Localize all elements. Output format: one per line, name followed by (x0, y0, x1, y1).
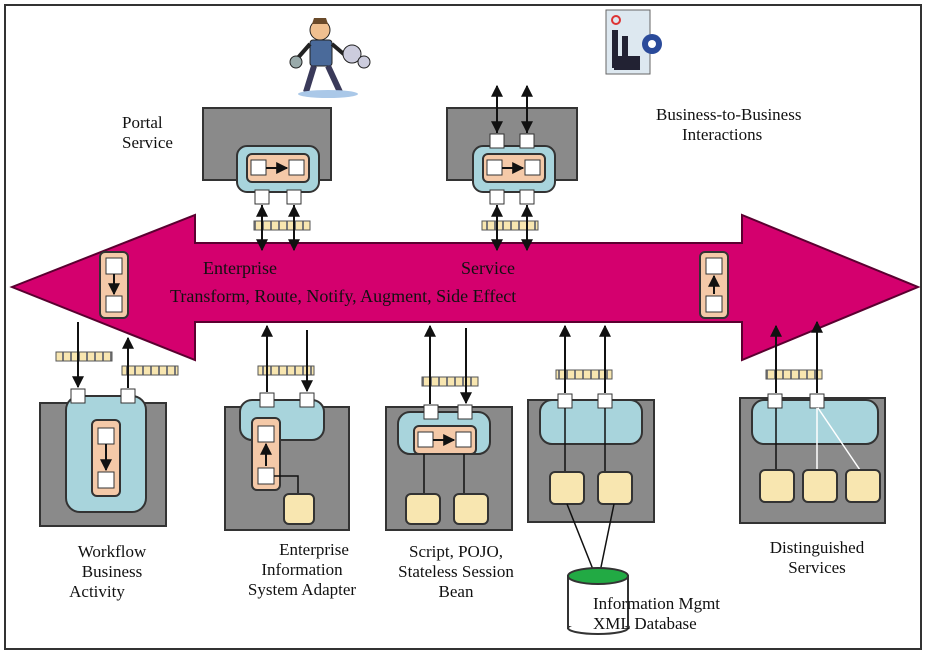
worker-clipart-icon (289, 18, 371, 98)
bus-mediation-right (699, 251, 729, 319)
workflow-line3: Activity (69, 582, 125, 601)
script-line3: Bean (438, 582, 474, 601)
information-mgmt-module (527, 324, 655, 573)
distinguished-line2: Services (788, 558, 846, 577)
bus-label-service: Service (461, 258, 515, 278)
distinguished-label: Distinguished Services (762, 538, 872, 578)
b2b-line2: Interactions (682, 125, 763, 144)
portal-service-line1: Portal (122, 113, 163, 132)
xml-database-icon (567, 567, 629, 635)
bus-mediation-left (99, 251, 129, 319)
eis-adapter-line1: Enterprise (279, 540, 349, 559)
info-mgmt-label: Information Mgmt XML Database (593, 594, 720, 634)
b2b-line1: Business-to-Business (656, 105, 802, 124)
script-pojo-module (385, 324, 513, 531)
workflow-label: Workflow Business Activity (62, 542, 162, 602)
portal-service-label: Portal Service (122, 113, 173, 153)
info-mgmt-line1: Information Mgmt (593, 594, 721, 613)
b2b-module (446, 84, 578, 252)
workflow-module (39, 322, 179, 527)
portal-service-module (202, 107, 332, 252)
script-line2: Stateless Session (398, 562, 514, 581)
bus-label-enterprise: Enterprise (203, 258, 277, 278)
eis-adapter-line3: System Adapter (247, 580, 357, 599)
factory-clipart-icon (605, 9, 662, 75)
portal-service-line2: Service (122, 133, 173, 152)
diagram-frame (4, 4, 922, 650)
info-mgmt-line2: XML Database (593, 614, 697, 633)
enterprise-service-bus (9, 213, 921, 362)
eis-adapter-label: Enterprise Information System Adapter (236, 540, 368, 600)
distinguished-services-module (739, 320, 886, 524)
script-pojo-label: Script, POJO, Stateless Session Bean (386, 542, 526, 602)
workflow-line2: Business (81, 562, 143, 581)
b2b-label: Business-to-Business Interactions (656, 105, 801, 145)
eis-adapter-module (224, 324, 350, 531)
eis-adapter-line2: Information (261, 560, 343, 579)
bus-label-operations: Transform, Route, Notify, Augment, Side … (170, 286, 517, 306)
script-line1: Script, POJO, (409, 542, 503, 561)
workflow-line1: Workflow (77, 542, 147, 561)
distinguished-line1: Distinguished (769, 538, 865, 557)
